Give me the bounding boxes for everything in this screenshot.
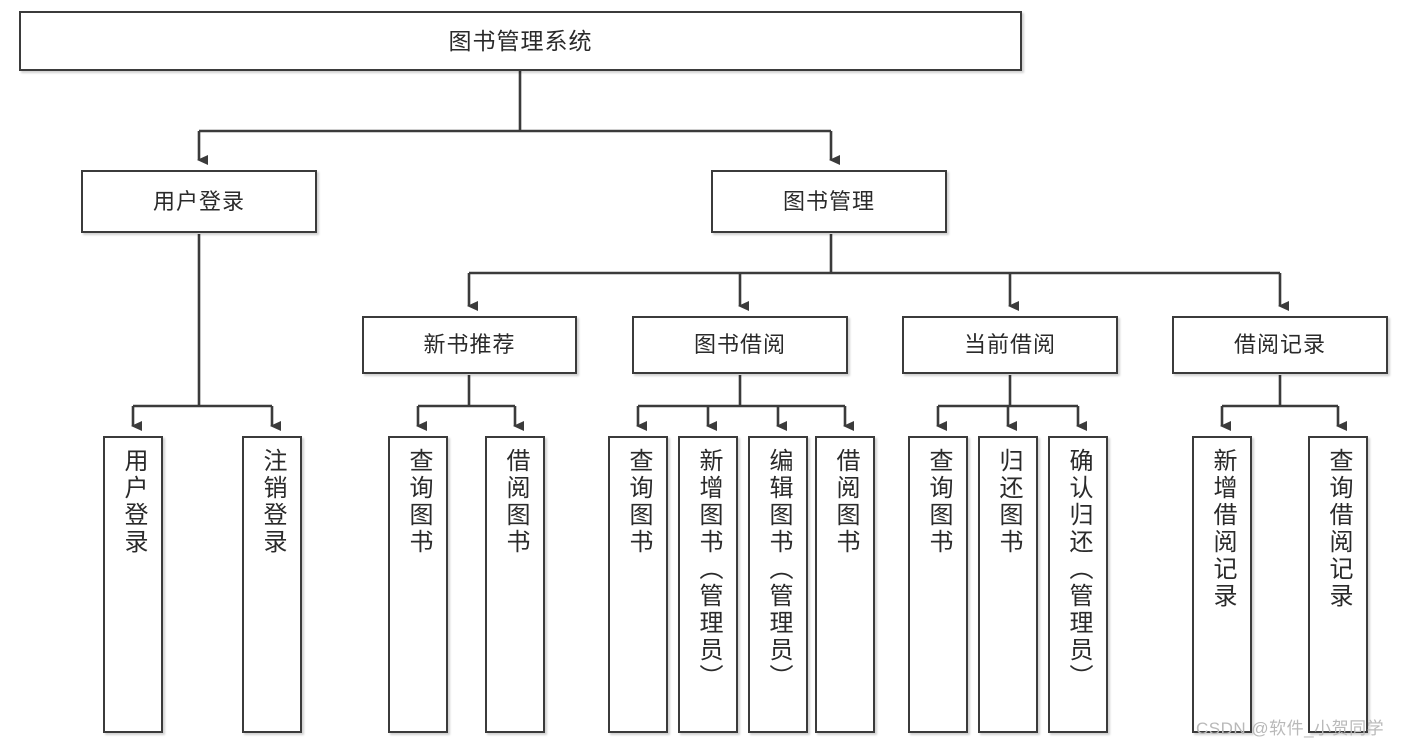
node-label-leaf-bookborrow-add-book-admin: 新增图书（管理员）	[694, 448, 722, 691]
node-label-current-borrowing: 当前借阅	[963, 332, 1056, 358]
node-label-new-book-recommendation: 新书推荐	[423, 332, 516, 358]
node-label-leaf-borrowrecord-add-record: 新增借阅记录	[1208, 448, 1236, 610]
node-label-leaf-bookborrow-borrow-books: 借阅图书	[831, 448, 859, 556]
node-leaf-currentborrow-query-books[interactable]: 查询图书	[908, 436, 968, 733]
node-borrowing-records[interactable]: 借阅记录	[1172, 316, 1388, 374]
node-leaf-currentborrow-return-books[interactable]: 归还图书	[978, 436, 1038, 733]
node-leaf-newbook-borrow-books[interactable]: 借阅图书	[485, 436, 545, 733]
node-label-book-borrowing: 图书借阅	[693, 332, 786, 358]
node-label-leaf-newbook-query-books: 查询图书	[404, 448, 432, 556]
node-leaf-newbook-query-books[interactable]: 查询图书	[388, 436, 448, 733]
node-leaf-borrowrecord-query-record[interactable]: 查询借阅记录	[1308, 436, 1368, 733]
node-leaf-borrowrecord-add-record[interactable]: 新增借阅记录	[1192, 436, 1252, 733]
node-leaf-bookborrow-borrow-books[interactable]: 借阅图书	[815, 436, 875, 733]
node-label-borrowing-records: 借阅记录	[1233, 332, 1326, 358]
node-leaf-user-login-signin[interactable]: 用户登录	[103, 436, 163, 733]
node-label-leaf-bookborrow-query-books: 查询图书	[624, 448, 652, 556]
node-leaf-bookborrow-query-books[interactable]: 查询图书	[608, 436, 668, 733]
node-label-leaf-currentborrow-return-books: 归还图书	[994, 448, 1022, 556]
node-label-leaf-user-login-signout: 注销登录	[258, 448, 286, 556]
node-label-root: 图书管理系统	[448, 27, 593, 54]
node-book-borrowing[interactable]: 图书借阅	[632, 316, 848, 374]
node-book-management[interactable]: 图书管理	[711, 170, 947, 233]
node-user-login[interactable]: 用户登录	[81, 170, 317, 233]
node-label-user-login: 用户登录	[152, 188, 245, 214]
node-leaf-currentborrow-confirm-return-admin[interactable]: 确认归还（管理员）	[1048, 436, 1108, 733]
node-label-leaf-borrowrecord-query-record: 查询借阅记录	[1324, 448, 1352, 610]
node-current-borrowing[interactable]: 当前借阅	[902, 316, 1118, 374]
node-label-leaf-currentborrow-confirm-return-admin: 确认归还（管理员）	[1064, 448, 1092, 691]
node-leaf-bookborrow-edit-book-admin[interactable]: 编辑图书（管理员）	[748, 436, 808, 733]
node-label-leaf-user-login-signin: 用户登录	[119, 448, 147, 556]
node-leaf-bookborrow-add-book-admin[interactable]: 新增图书（管理员）	[678, 436, 738, 733]
node-label-leaf-bookborrow-edit-book-admin: 编辑图书（管理员）	[764, 448, 792, 691]
node-label-leaf-currentborrow-query-books: 查询图书	[924, 448, 952, 556]
node-label-leaf-newbook-borrow-books: 借阅图书	[501, 448, 529, 556]
node-root-book-management-system[interactable]: 图书管理系统	[19, 11, 1022, 71]
node-new-book-recommendation[interactable]: 新书推荐	[362, 316, 577, 374]
node-label-book-management: 图书管理	[782, 188, 875, 214]
node-leaf-user-login-signout[interactable]: 注销登录	[242, 436, 302, 733]
